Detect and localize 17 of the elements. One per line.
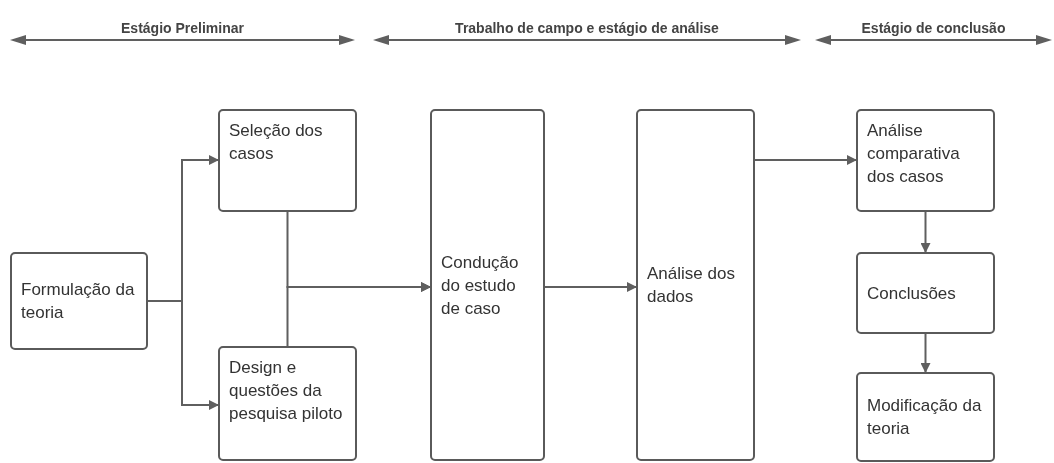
process-box: Condução do estudo de caso [430, 109, 545, 461]
arrow [920, 211, 931, 253]
phase-heading: Estágio Preliminar [121, 20, 244, 36]
arrow [754, 155, 857, 165]
phase-heading: Estágio de conclusão [861, 20, 1006, 36]
process-box: Análise comparativa dos casos [856, 109, 995, 212]
process-box: Conclusões [856, 252, 995, 334]
process-box: Seleção dos casos [218, 109, 357, 212]
phase-heading: Trabalho de campo e estágio de análise [455, 20, 719, 36]
arrow [544, 282, 637, 292]
process-box: Formulação da teoria [10, 252, 148, 350]
arrow [147, 300, 219, 410]
process-box: Análise dos dados [636, 109, 755, 461]
arrow [286, 282, 431, 347]
arrow [920, 333, 931, 373]
process-box: Design e questões da pesquisa piloto [218, 346, 357, 461]
process-box: Modificação da teoria [856, 372, 995, 462]
